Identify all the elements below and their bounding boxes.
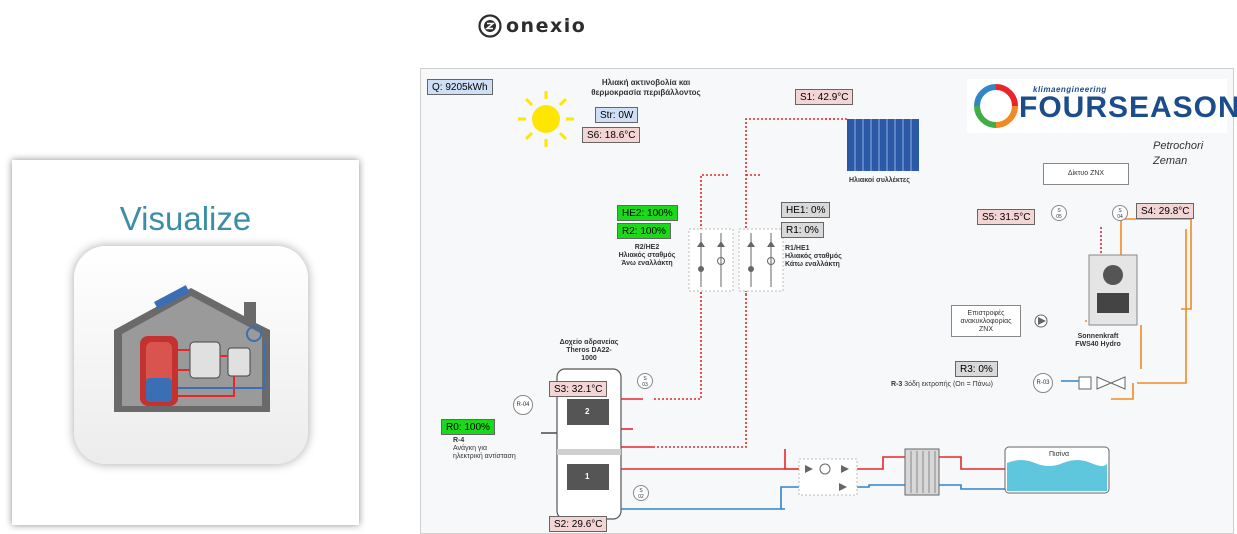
s2-label: S2: 29.6°C [549,516,608,532]
brand-name: onexio [506,15,587,37]
radiation-title: Ηλιακή ακτινοβολία και θερμοκρασία περιβ… [591,78,701,97]
str-label: Str: 0W [595,107,639,123]
network-box: Δίκτυο ΖΝΧ [1043,163,1129,185]
solar-station-lower [738,228,784,292]
tank-zone-2: 2 [585,407,590,416]
sonnenkraft-station-icon [1088,254,1138,326]
diverter-valve-icon [1078,376,1126,390]
pump-group-icon [798,458,858,496]
s3-label: S3: 32.1°C [549,381,608,397]
sun-icon [518,91,574,147]
pool-icon [1004,446,1110,494]
house-heating-icon [114,285,270,412]
solar-collector-icon [847,119,919,171]
visualize-title: Visualize [119,200,252,237]
energy-label: Q: 9205kWh [427,79,493,95]
solar-station-upper [688,228,734,292]
r0-label: R0: 100% [441,419,495,435]
he1-label: HE1: 0% [781,202,831,218]
r1-label: R1: 0% [781,222,824,238]
s6-label: S6: 18.6°C [582,127,641,143]
returns-pump-icon [1034,314,1048,328]
dhw-pipes [1085,214,1192,400]
s4-label: S4: 29.8°C [1136,203,1195,219]
valve-r03: R-03 [1033,373,1053,393]
fourseasons-swirl-icon [974,84,1018,128]
location-label: Petrochori Zeman [1153,140,1204,167]
logo-klima-text: klimaengineering [1033,85,1107,94]
brand-header: onexio [478,12,586,40]
logo-fourseasons-text: FOURSEASONS [1019,91,1237,124]
tank-zone-1: 1 [585,472,590,481]
heater-r04: R-04 [513,395,533,415]
s5-label: S5: 31.5°C [977,209,1036,225]
conexio-logo-icon [478,14,502,38]
plate-heat-exchanger-icon [904,448,940,496]
s1-label: S1: 42.9°C [795,89,854,105]
r3-description: R-3 3όδη εκτροπής (On = Πάνω) [891,381,994,388]
r4-description: R-4 Ανάγκη για ηλεκτρική αντίσταση [453,437,516,460]
pool-circuit-pipes [780,456,1005,509]
fourseasons-logo: klimaengineering FOURSEASONS [967,79,1237,133]
pool-label: Πισίνα [1049,451,1070,458]
collectors-label: Ηλιακοί συλλέκτες [849,177,910,184]
r3-label: R3: 0% [955,361,998,377]
visualize-card[interactable]: Visualize [12,160,359,525]
r2-label: R2: 100% [617,223,671,239]
system-diagram-panel: Q: 9205kWh Ηλιακή ακτινοβολία και θερμοκ… [420,68,1237,534]
visualize-app-icon[interactable] [74,246,308,464]
piping-diagram [518,91,1192,520]
buffer-tank-icon [556,368,622,520]
he2-label: HE2: 100% [617,205,678,221]
